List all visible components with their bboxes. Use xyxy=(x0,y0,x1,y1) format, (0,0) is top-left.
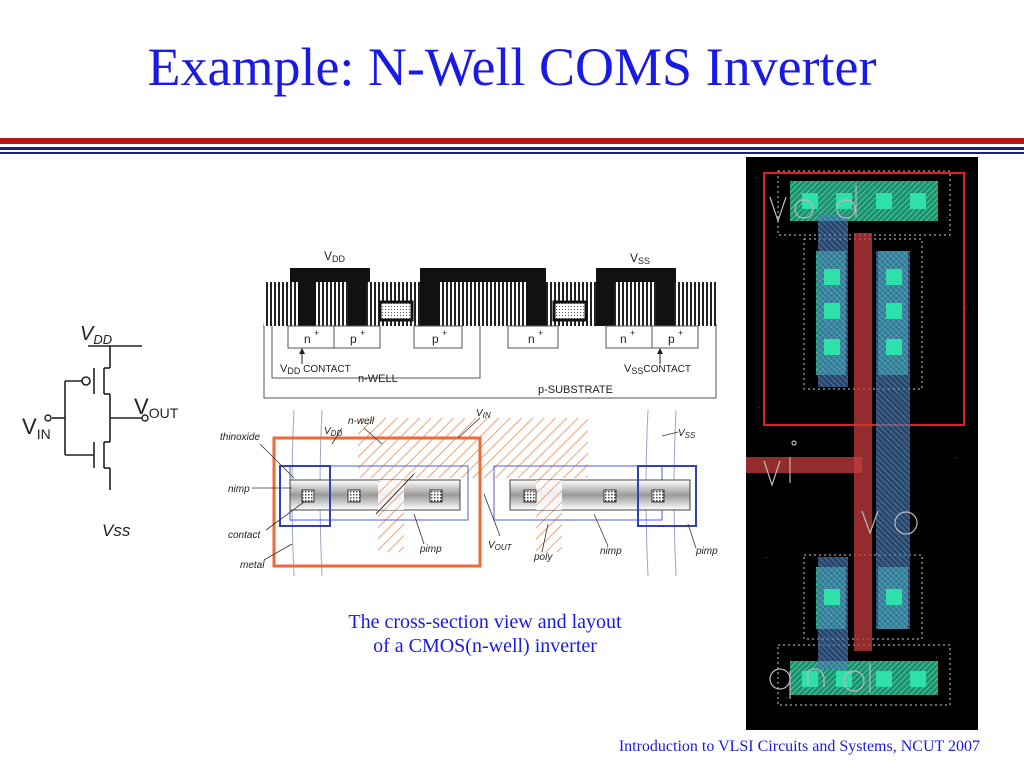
label-layout-vdd: VDD xyxy=(324,426,342,438)
label-nwell: n-well xyxy=(348,416,375,427)
label-poly: poly xyxy=(533,552,553,563)
title-rule-blue-2 xyxy=(0,152,1024,154)
layout-top-view: thinoxide VDD n-well VIN VSS nimp contac… xyxy=(220,408,718,577)
figure-caption: The cross-section view and layout of a C… xyxy=(290,610,680,658)
cs-vdd-label: VDD xyxy=(324,249,346,264)
region-2-label: p xyxy=(350,332,357,346)
region-1-label: n xyxy=(304,332,311,346)
schematic-vout-label: VOUT xyxy=(134,394,179,421)
region-5-label: n xyxy=(620,332,627,346)
cross-section-diagram: n+ p+ p+ n+ n+ p+ VDD VSS VDD CONTACT n-… xyxy=(263,249,717,399)
svg-text:+: + xyxy=(538,328,543,338)
caption-line-2: of a CMOS(n-well) inverter xyxy=(373,635,597,657)
label-pimp-right: pimp xyxy=(695,546,718,557)
schematic-vin-label: VIN xyxy=(22,414,51,442)
label-nimp-right: nimp xyxy=(600,546,622,557)
label-thinoxide: thinoxide xyxy=(220,432,260,443)
cs-vdd-contact-label: VDD CONTACT xyxy=(280,363,351,376)
footer-text: Introduction to VLSI Circuits and System… xyxy=(618,738,980,755)
cs-vss-contact-label: VSSCONTACT xyxy=(624,363,691,376)
label-pimp-left: pimp xyxy=(419,544,442,555)
inverter-schematic: VDD VIN VOUT Vss xyxy=(22,323,179,540)
svg-text:+: + xyxy=(630,328,635,338)
label-layout-vout: VOUT xyxy=(488,540,513,552)
label-nimp: nimp xyxy=(228,484,250,495)
title-rule-blue-1 xyxy=(0,147,1024,150)
svg-text:+: + xyxy=(442,328,447,338)
label-layout-vss: VSS xyxy=(678,428,696,440)
region-3-label: p xyxy=(432,332,439,346)
cs-vss-label: VSS xyxy=(630,251,650,266)
title-rule-red xyxy=(0,138,1024,144)
label-contact: contact xyxy=(228,530,261,541)
layout-render-panel xyxy=(746,157,978,730)
caption-line-1: The cross-section view and layout xyxy=(348,611,622,633)
svg-text:+: + xyxy=(678,328,683,338)
schematic-vdd-label: VDD xyxy=(80,323,112,347)
schematic-vss-label: Vss xyxy=(102,521,131,540)
cs-substrate-label: p-SUBSTRATE xyxy=(538,384,613,396)
region-6-label: p xyxy=(668,332,675,346)
slide-title: Example: N-Well COMS Inverter xyxy=(147,37,877,97)
cs-nwell-label: n-WELL xyxy=(358,373,398,385)
region-4-label: n xyxy=(528,332,535,346)
svg-text:+: + xyxy=(360,328,365,338)
svg-text:+: + xyxy=(314,328,319,338)
label-metal: metal xyxy=(240,560,265,571)
label-layout-vin: VIN xyxy=(476,408,491,420)
